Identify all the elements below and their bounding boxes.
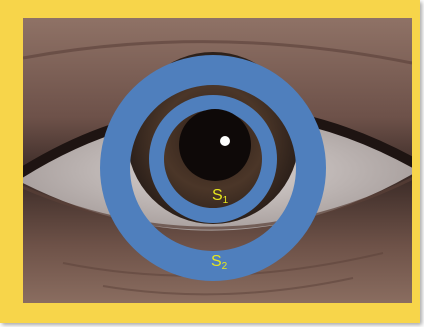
yellow-frame: S1 S2 (0, 0, 420, 323)
pupil (179, 109, 251, 181)
label-s1-letter: S (212, 187, 223, 204)
label-s2: S2 (211, 254, 227, 272)
label-s1-subscript: 1 (223, 195, 229, 206)
pupil-highlight (220, 136, 230, 146)
label-s2-subscript: 2 (222, 261, 228, 272)
label-s2-letter: S (211, 253, 222, 270)
label-s1: S1 (212, 188, 228, 206)
